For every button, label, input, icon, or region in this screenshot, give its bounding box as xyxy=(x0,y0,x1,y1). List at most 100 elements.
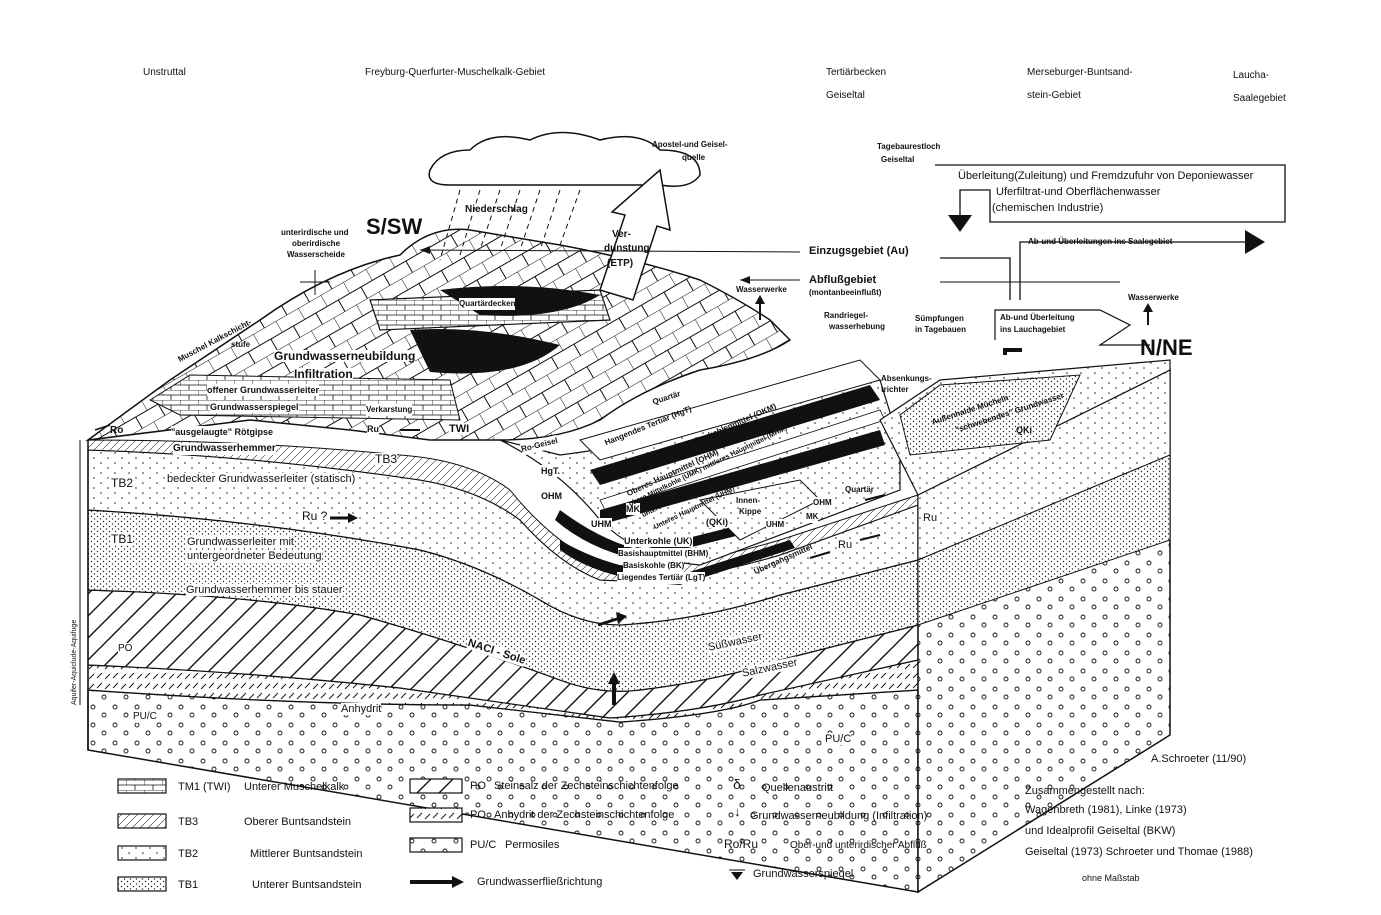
label-uhm-right: UHM xyxy=(766,519,785,531)
legend-code-5: PO xyxy=(470,780,486,792)
aussenhalde xyxy=(879,359,1171,496)
label-einzugsgebiet: Einzugsgebiet (Au) xyxy=(809,245,909,257)
label-mk-right: MK xyxy=(806,511,819,523)
label-tagebaurestloch: Tagebaurestloch xyxy=(877,142,941,151)
credit-compiled: Zusammengestellt nach: xyxy=(1025,785,1145,797)
credit-sources-2: und Idealprofil Geiseltal (BKW) xyxy=(1025,825,1176,837)
region-saalegebiet: Saalegebiet xyxy=(1233,93,1286,104)
label-suempfungen-2: in Tagebauen xyxy=(915,325,966,334)
label-ausgelaugte: "ausgelaugte" Rötgipse xyxy=(171,426,274,438)
label-gwl-mit: Grundwasserleiter mit xyxy=(187,536,294,548)
label-suempfungen-1: Sümpfungen xyxy=(915,314,964,323)
credit-scale: ohne Maßstab xyxy=(1082,873,1140,883)
label-quartaer-right: Quartär xyxy=(845,485,874,494)
legend-text-1: Unterer Muschelkalk xyxy=(244,781,345,793)
label-tb3: TB3 xyxy=(375,452,398,466)
region-freyburg: Freyburg-Querfurter-Muschelkalk-Gebiet xyxy=(365,67,546,78)
label-wasserwerke-left: Wasserwerke xyxy=(736,285,787,294)
region-unstruttal: Unstruttal xyxy=(143,67,186,78)
label-apostel: Apostel-und Geisel- xyxy=(652,140,728,149)
label-puc-right: PU/C xyxy=(825,733,852,745)
spring-icon: δ xyxy=(733,776,741,792)
label-hemmer-stauer: Grundwasserhemmer bis stauer xyxy=(186,584,343,596)
label-gw-hemmer: Grundwasserhemmer xyxy=(173,443,276,455)
label-ru-right-2: Ru xyxy=(923,512,938,524)
label-twi: TWI xyxy=(449,423,470,435)
legend-code-7: PU/C xyxy=(470,839,497,851)
label-hgt: HgT. xyxy=(541,465,560,477)
label-uferfiltrat: Uferfiltrat-und Oberflächenwasser xyxy=(996,186,1161,198)
symbol-text-4: Grundwasserspiegel xyxy=(753,868,854,880)
evaporation-arrow xyxy=(599,168,671,301)
label-randriegel-2: wasserhebung xyxy=(829,322,886,331)
label-montanbeeinflusst: (montanbeeinflußt) xyxy=(809,288,882,297)
legend-code-4: TB1 xyxy=(178,879,199,891)
label-apostel-2: quelle xyxy=(682,153,706,162)
label-lauchagebiet-2: ins Lauchagebiet xyxy=(1000,325,1066,334)
legend-text-7: Permosiles xyxy=(505,839,560,851)
label-basiskohle: Basiskohle (BK) xyxy=(623,560,685,572)
label-po: PO xyxy=(118,643,133,655)
label-absenkung-2: trichter xyxy=(881,385,909,394)
label-lauchagebiet-1: Ab-und Überleitung xyxy=(1000,313,1075,322)
legend-text-3: Mittlerer Buntsandstein xyxy=(250,848,363,860)
legend-swatches xyxy=(117,778,745,892)
legend-code-2: TB3 xyxy=(178,816,199,828)
label-ro: Ro xyxy=(110,425,124,436)
label-randriegel-1: Randriegel- xyxy=(824,311,869,320)
label-uhm: UHM xyxy=(591,518,612,530)
label-ru-top: Ru xyxy=(367,423,379,435)
label-wasserwerke-right: Wasserwerke xyxy=(1128,293,1179,302)
label-gw-neubildung: Grundwasserneubildung xyxy=(274,349,416,363)
credit-author: A.Schroeter (11/90) xyxy=(1151,753,1247,765)
label-innenkippe: Innen- xyxy=(736,495,760,507)
label-qki-right: QKi xyxy=(1016,425,1033,435)
symbol-text-2: Grundwasserneubildung (Infiltration) xyxy=(750,810,928,822)
label-gw-spiegel: Grundwasserspiegel xyxy=(210,401,299,413)
legend-text-4: Unterer Buntsandstein xyxy=(252,879,362,891)
region-geiseltal: Geiseltal xyxy=(826,90,865,101)
label-niederschlag: Niederschlag xyxy=(465,204,528,215)
label-basishauptmittel: Basishauptmittel (BHM) xyxy=(618,548,709,560)
label-infiltration: Infiltration xyxy=(294,367,353,381)
symbol-text-3: Ober-und unterirdischer Abfluß xyxy=(790,840,927,851)
symbol-text-1: Quellenaustritt xyxy=(762,782,833,794)
label-kalkschicht-2: stufe xyxy=(231,340,251,349)
label-puc-left: PU/C xyxy=(133,711,157,723)
label-liegendes: Liegendes Tertiär (LgT) xyxy=(617,572,706,584)
credit-sources-3: Geiseltal (1973) Schroeter und Thomae (1… xyxy=(1025,846,1253,858)
legend-text-8: Grundwasserfließrichtung xyxy=(477,876,603,888)
region-tertiaerbecken: Tertiärbecken xyxy=(826,67,887,78)
flow-lines xyxy=(94,164,1286,705)
right-face xyxy=(917,368,1171,894)
label-quartaerdecken: Quartärdecken xyxy=(459,298,516,310)
direction-ne: N/NE xyxy=(1140,335,1193,360)
label-qki: (QKi) xyxy=(706,516,728,528)
label-ohm-right: OHM xyxy=(813,497,832,509)
label-aquifer: Aquifer-Aquiclude-Aquifuge xyxy=(71,619,78,705)
region-laucha: Laucha- xyxy=(1233,70,1270,81)
label-tagebau-geiseltal: Geiseltal xyxy=(881,155,915,164)
legend-code-3: TB2 xyxy=(178,848,199,860)
region-merseburger: Merseburger-Buntsand- xyxy=(1027,67,1133,78)
label-ru-question: Ru ? xyxy=(302,509,328,523)
label-unterkohle: Unterkohle (UK) xyxy=(624,535,693,547)
label-verdunstung-1: Ver- xyxy=(612,229,631,240)
label-tb2: TB2 xyxy=(111,476,134,490)
label-saalegebiet: Ab-und Überleitungen ins Saalegebiet xyxy=(1028,237,1173,246)
region-merseburger-2: stein-Gebiet xyxy=(1027,90,1081,101)
label-absenkung: Absenkungs- xyxy=(881,374,932,383)
legend-text-5: Steinsalz der Zechsteinschichtenfolge xyxy=(494,780,679,792)
legend-text-6: Anhydrit der Zechsteinschichtenfolge xyxy=(494,809,675,821)
symbol-ro-ru: Ro/Ru xyxy=(724,837,759,851)
label-ueberleitung: Überleitung(Zuleitung) und Fremdzufuhr v… xyxy=(958,170,1254,182)
legend-code-6: PO xyxy=(470,809,486,821)
label-offener-gwl: offener Grundwasserleiter xyxy=(207,384,320,396)
label-ok: OK xyxy=(546,478,560,488)
label-wasserscheide-1: unterirdische und xyxy=(281,228,349,237)
legend-code-1: TM1 (TWI) xyxy=(178,781,231,793)
infiltration-arrow-icon: ↓ xyxy=(734,804,741,819)
label-abflussgebiet: Abflußgebiet xyxy=(809,274,877,286)
label-tb1: TB1 xyxy=(111,532,134,546)
credit-sources-1: Wagenbreth (1981), Linke (1973) xyxy=(1025,804,1187,816)
